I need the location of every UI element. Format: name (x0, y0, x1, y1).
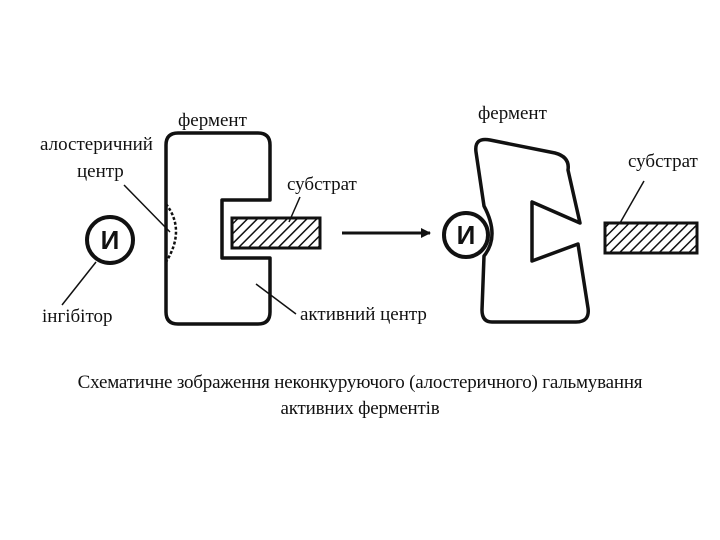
label-inhibitor: інгібітор (42, 306, 113, 327)
leader-substrate-right (619, 180, 645, 224)
label-allosteric-line2: центр (77, 161, 124, 182)
leader-substrate-left (288, 196, 301, 223)
inhibitor-right-circle (442, 211, 490, 259)
label-allosteric-line1: алостеричний (40, 134, 153, 155)
leader-active-center (255, 283, 297, 315)
label-substrate-right: субстрат (628, 151, 699, 172)
label-substrate-left: субстрат (287, 174, 358, 195)
inhibitor-left-circle (85, 215, 135, 265)
inhibitor-left-symbol: И (101, 225, 120, 255)
substrate-left-bar (230, 216, 322, 250)
inhibitor-right-symbol: И (457, 220, 476, 250)
leader-allosteric (123, 184, 171, 233)
caption-line-2: активних ферментів (280, 398, 440, 419)
label-enzyme-right: фермент (478, 103, 548, 124)
enzyme-right-shape (474, 137, 590, 324)
caption-line-1: Схематичне зображення неконкуруючого (ал… (77, 372, 643, 393)
label-active-center: активний центр (300, 304, 427, 325)
allosteric-site-left (164, 203, 178, 263)
enzyme-left-shape (164, 131, 272, 326)
leader-inhibitor (61, 261, 97, 306)
label-enzyme-left: фермент (178, 110, 248, 131)
substrate-right-bar (603, 221, 699, 255)
